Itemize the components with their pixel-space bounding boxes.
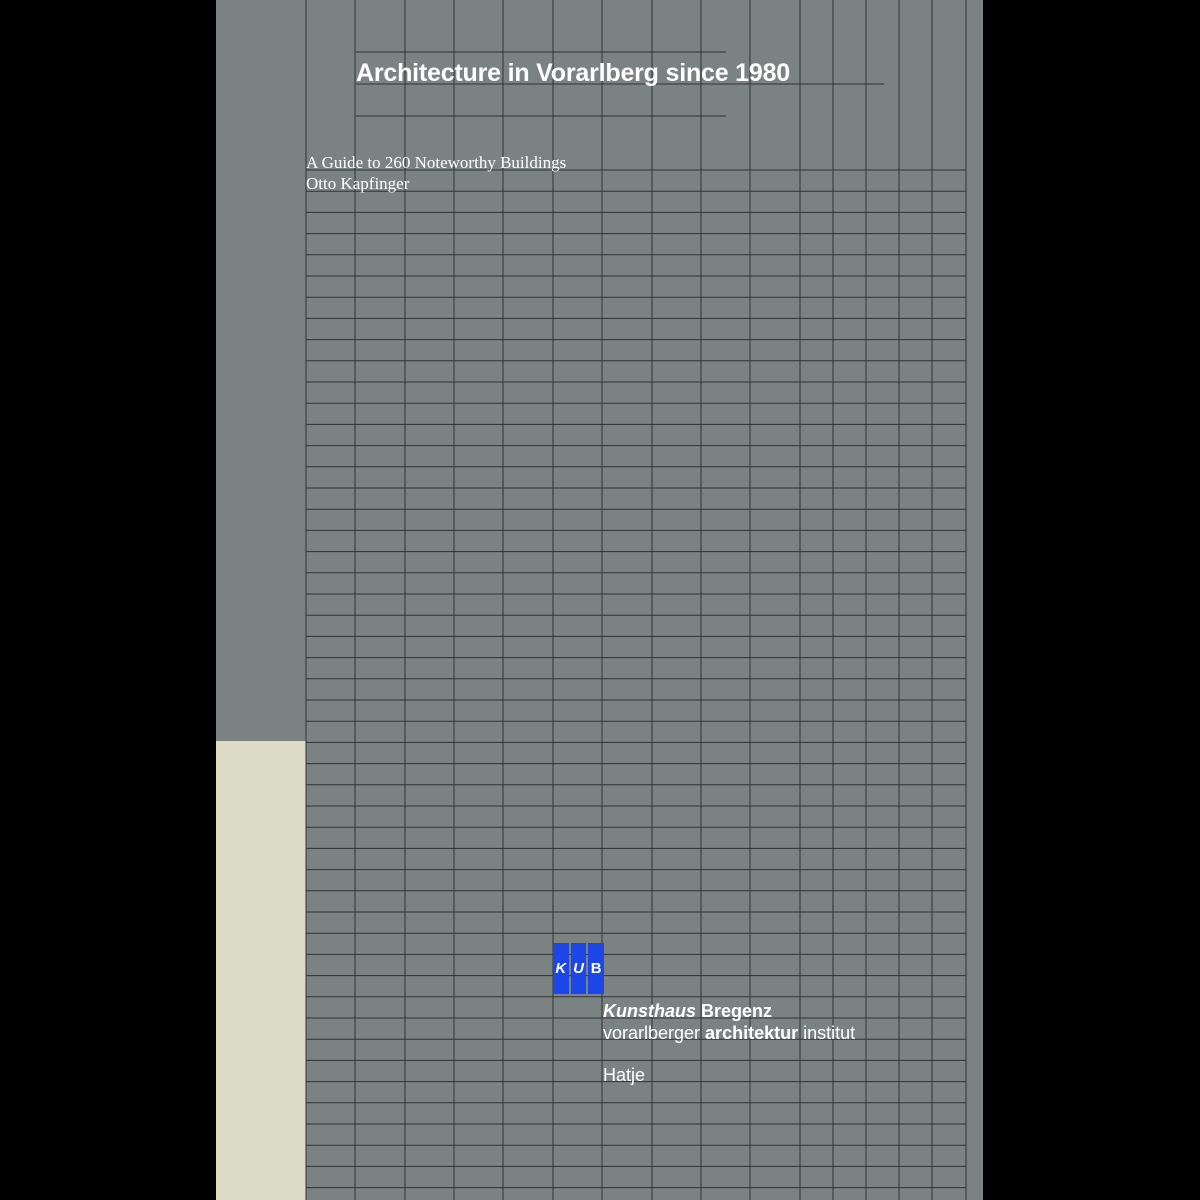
bregenz-word: Bregenz	[696, 1001, 773, 1021]
publisher-name: Hatje	[603, 1065, 646, 1085]
book-cover: Architecture in Vorarlberg since 1980 A …	[216, 0, 983, 1200]
beige-strip	[216, 741, 306, 1200]
kub-logo-letter-k: K	[553, 943, 569, 994]
institute-bold: architektur	[705, 1023, 799, 1043]
kub-logo-letter-b: B	[588, 943, 605, 994]
kunsthaus-word: Kunsthaus	[603, 1001, 697, 1021]
imprint-block: Kunsthaus Bregenz vorarlberger architekt…	[603, 1000, 855, 1086]
grid-pattern	[305, 0, 967, 1200]
institute-prefix: vorarlberger	[603, 1023, 706, 1043]
kub-logo: K U B	[553, 943, 605, 994]
kunsthaus-line: Kunsthaus Bregenz	[603, 1000, 855, 1022]
book-author: Otto Kapfinger	[306, 174, 410, 193]
book-subtitle: A Guide to 260 Noteworthy Buildings	[306, 153, 567, 172]
institute-suffix: institut	[798, 1023, 856, 1043]
kub-logo-letter-u: U	[570, 943, 587, 994]
book-title: Architecture in Vorarlberg since 1980	[356, 59, 790, 87]
institute-line: vorarlberger architektur institut	[603, 1022, 855, 1044]
